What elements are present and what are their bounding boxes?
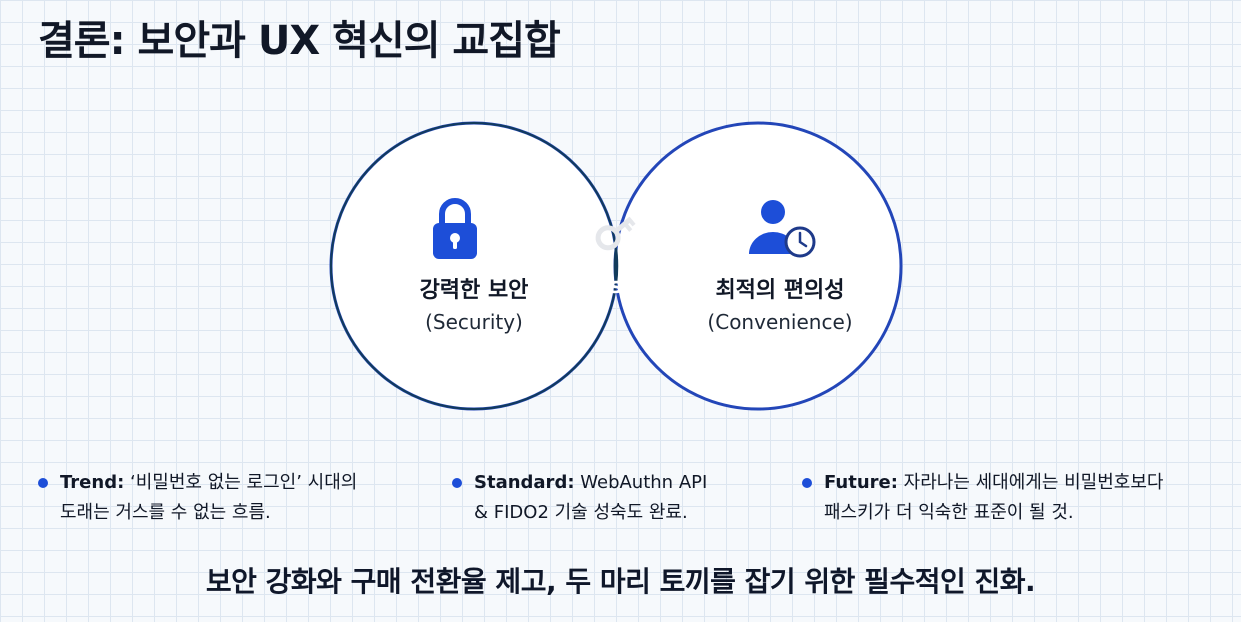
security-subtitle: (Security) <box>425 310 523 334</box>
bullet-text: 자라나는 세대에게는 비밀번호보다 <box>897 472 1164 493</box>
passkey-label: Passkey <box>566 274 666 299</box>
bullet-dot <box>802 478 812 488</box>
overlap-outline <box>613 248 619 284</box>
lock-icon <box>433 198 477 259</box>
convenience-circle <box>613 121 903 411</box>
bullet-text-line2: & FIDO2 기술 성숙도 완료. <box>474 502 688 523</box>
conclusion-statement: 보안 강화와 구매 전환율 제고, 두 마리 토끼를 잡기 위한 필수적인 진화… <box>205 565 1036 598</box>
bullet-future: Future: 자라나는 세대에게는 비밀번호보다 패스키가 더 익숙한 표준이… <box>802 468 1164 528</box>
security-title: 강력한 보안 <box>419 278 529 303</box>
convenience-subtitle: (Convenience) <box>707 310 853 334</box>
convenience-title: 최적의 편의성 <box>715 278 845 303</box>
bullet-standard: Standard: WebAuthn API & FIDO2 기술 성숙도 완료… <box>452 468 708 528</box>
key-icon <box>595 216 636 251</box>
bullet-text: WebAuthn API <box>574 472 708 493</box>
bullet-dot <box>452 478 462 488</box>
bullet-trend: Trend: ‘비밀번호 없는 로그인’ 시대의 도래는 거스를 수 없는 흐름… <box>38 468 358 528</box>
bullet-head: Future: <box>824 472 898 493</box>
bullet-text-line2: 도래는 거스를 수 없는 흐름. <box>60 502 271 523</box>
security-label: 강력한 보안 (Security) <box>386 272 562 334</box>
bullet-dot <box>38 478 48 488</box>
convenience-label: 최적의 편의성 (Convenience) <box>690 272 870 334</box>
security-circle <box>329 121 619 411</box>
user-clock-icon <box>749 200 816 258</box>
bullet-text-line2: 패스키가 더 익숙한 표준이 될 것. <box>824 502 1074 523</box>
bullet-head: Standard: <box>474 472 575 493</box>
bullet-text: ‘비밀번호 없는 로그인’ 시대의 <box>124 472 358 493</box>
bullet-head: Trend: <box>60 472 125 493</box>
venn-diagram <box>329 121 903 411</box>
page-title: 결론: 보안과 UX 혁신의 교집합 <box>38 18 561 64</box>
